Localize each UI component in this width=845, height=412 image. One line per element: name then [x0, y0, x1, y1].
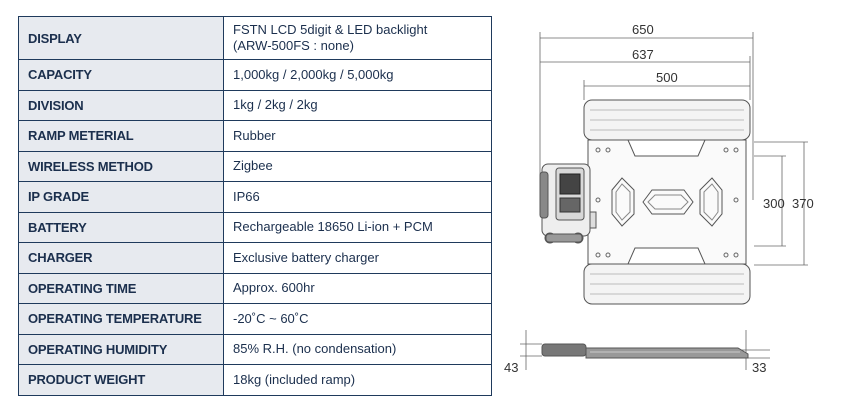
- technical-drawing: 650 637 500 300 370 43 33: [504, 22, 814, 375]
- spec-row-division: DIVISION 1kg / 2kg / 2kg: [18, 89, 492, 121]
- spec-label: OPERATING TEMPERATURE: [18, 303, 224, 335]
- weighing-plate: [587, 139, 747, 265]
- dim-500: 500: [656, 70, 678, 85]
- spec-value: Rubber: [223, 120, 492, 152]
- spec-row-operating-humidity: OPERATING HUMIDITY 85% R.H. (no condensa…: [18, 333, 492, 365]
- spec-row-operating-temperature: OPERATING TEMPERATURE -20˚C ~ 60˚C: [18, 303, 492, 335]
- spec-value: IP66: [223, 181, 492, 213]
- spec-value: Zigbee: [223, 150, 492, 182]
- side-view: [520, 330, 770, 370]
- hex-cutout-left: [611, 177, 635, 227]
- spec-label: DISPLAY: [18, 16, 224, 60]
- spec-label: RAMP METERIAL: [18, 120, 224, 152]
- spec-row-capacity: CAPACITY 1,000kg / 2,000kg / 5,000kg: [18, 59, 492, 91]
- dim-650: 650: [632, 22, 654, 37]
- dim-370: 370: [792, 196, 814, 211]
- dim-300: 300: [763, 196, 785, 211]
- side-plate: [585, 347, 749, 359]
- top-view: [539, 32, 808, 305]
- spec-value: 1kg / 2kg / 2kg: [223, 89, 492, 121]
- dim-33: 33: [752, 360, 766, 375]
- spec-row-operating-time: OPERATING TIME Approx. 600hr: [18, 272, 492, 304]
- spec-row-charger: CHARGER Exclusive battery charger: [18, 242, 492, 274]
- spec-label: OPERATING HUMIDITY: [18, 333, 224, 365]
- spec-label: PRODUCT WEIGHT: [18, 364, 224, 396]
- dimension-labels: 650 637 500 300 370 43 33: [504, 22, 814, 375]
- spec-label: WIRELESS METHOD: [18, 150, 224, 182]
- spec-row-ip-grade: IP GRADE IP66: [18, 181, 492, 213]
- spec-label: OPERATING TIME: [18, 272, 224, 304]
- spec-label: DIVISION: [18, 89, 224, 121]
- spec-row-wireless-method: WIRELESS METHOD Zigbee: [18, 150, 492, 182]
- spec-value: 1,000kg / 2,000kg / 5,000kg: [223, 59, 492, 91]
- spec-label: CAPACITY: [18, 59, 224, 91]
- spec-value-line1: FSTN LCD 5digit & LED backlight: [233, 22, 428, 37]
- spec-label: IP GRADE: [18, 181, 224, 213]
- spec-label: CHARGER: [18, 242, 224, 274]
- spec-table: DISPLAY FSTN LCD 5digit & LED backlight …: [18, 16, 492, 396]
- spec-row-display: DISPLAY FSTN LCD 5digit & LED backlight …: [18, 16, 492, 60]
- dimension-lines: [539, 32, 808, 266]
- spec-value-line2: (ARW-500FS : none): [233, 38, 354, 53]
- dim-637: 637: [632, 47, 654, 62]
- dim-43: 43: [504, 360, 518, 375]
- plate-holes: [595, 147, 739, 258]
- hex-cutout-center: [642, 189, 694, 215]
- spec-value: FSTN LCD 5digit & LED backlight (ARW-500…: [223, 16, 492, 60]
- spec-value: Rechargeable 18650 Li-ion + PCM: [223, 211, 492, 243]
- spec-value: Exclusive battery charger: [223, 242, 492, 274]
- spec-value: 85% R.H. (no condensation): [223, 333, 492, 365]
- spec-row-product-weight: PRODUCT WEIGHT 18kg (included ramp): [18, 364, 492, 396]
- hex-cutout-right: [699, 177, 723, 227]
- indicator-display: [559, 173, 581, 195]
- spec-row-ramp-material: RAMP METERIAL Rubber: [18, 120, 492, 152]
- side-indicator: [541, 343, 587, 357]
- spec-value: -20˚C ~ 60˚C: [223, 303, 492, 335]
- spec-value: 18kg (included ramp): [223, 364, 492, 396]
- spec-row-battery: BATTERY Rechargeable 18650 Li-ion + PCM: [18, 211, 492, 243]
- spec-value: Approx. 600hr: [223, 272, 492, 304]
- spec-label: BATTERY: [18, 211, 224, 243]
